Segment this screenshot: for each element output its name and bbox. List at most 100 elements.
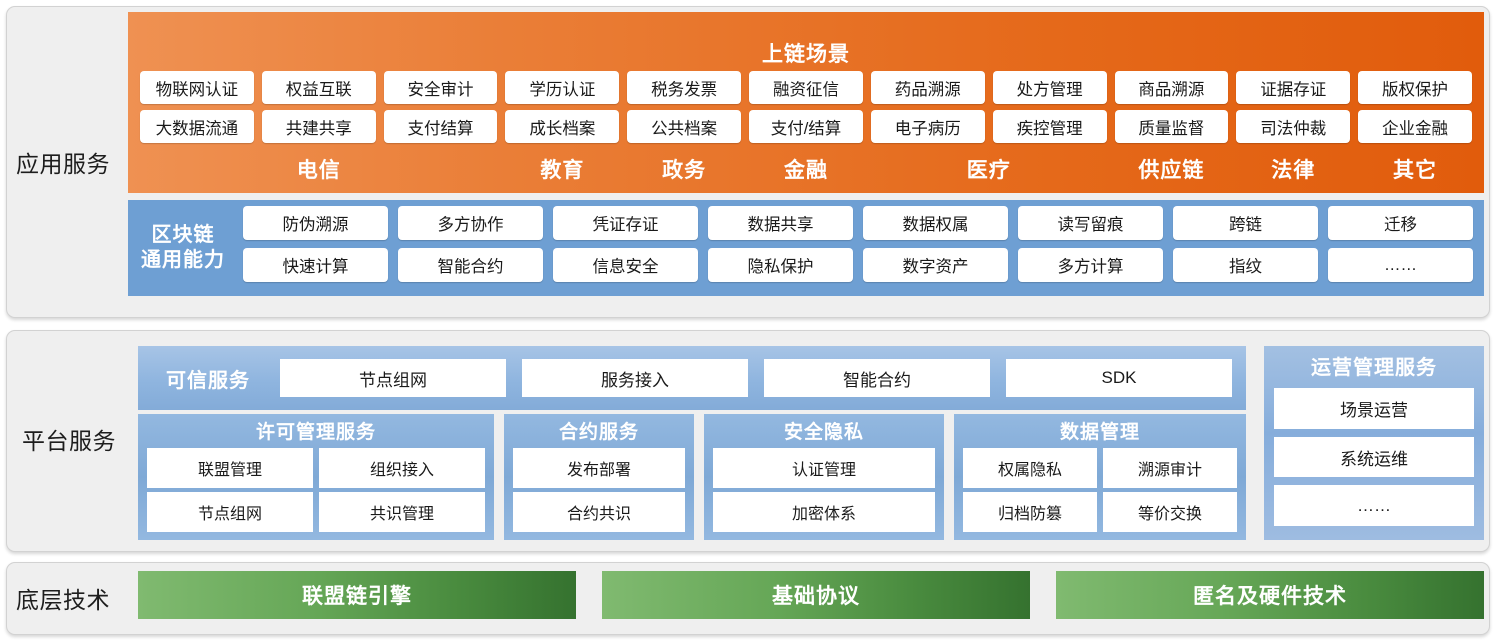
capability-chip[interactable]: 智能合约 <box>398 248 543 282</box>
platform-chip[interactable]: 权属隐私 <box>963 448 1097 488</box>
capability-chip[interactable]: 凭证存证 <box>553 206 698 240</box>
capability-chip[interactable]: 迁移 <box>1328 206 1473 240</box>
capability-chip[interactable]: 数据权属 <box>863 206 1008 240</box>
platform-group-rows: 联盟管理组织接入节点组网共识管理 <box>144 446 488 534</box>
capabilities-title-line2: 通用能力 <box>141 249 225 271</box>
platform-chip[interactable]: 归档防篡 <box>963 492 1097 532</box>
scenario-column: 商品溯源质量监督供应链 <box>1111 68 1233 189</box>
scenario-chip[interactable]: 处方管理 <box>992 71 1107 104</box>
platform-group: 合约服务发布部署合约共识 <box>504 414 694 540</box>
operation-management-block: 运营管理服务 场景运营系统运维…… <box>1264 346 1484 540</box>
platform-chip[interactable]: 溯源审计 <box>1103 448 1237 488</box>
capability-column: 跨链指纹 <box>1168 202 1323 294</box>
trusted-service-chip[interactable]: 智能合约 <box>764 359 990 397</box>
scenario-chip[interactable]: 学历认证 <box>505 71 620 104</box>
capability-chip[interactable]: 跨链 <box>1173 206 1318 240</box>
scenario-chip[interactable]: 版权保护 <box>1358 71 1472 104</box>
capability-chip[interactable]: 数字资产 <box>863 248 1008 282</box>
scenario-chip[interactable]: 司法仲裁 <box>1236 110 1351 143</box>
scenario-cell-row: 证据存证司法仲裁 <box>1232 68 1354 146</box>
scenario-chip[interactable]: 融资征信 <box>749 71 863 104</box>
base-technology-chip[interactable]: 基础协议 <box>602 571 1030 619</box>
ops-chip[interactable]: 系统运维 <box>1274 436 1474 478</box>
capability-chip[interactable]: 读写留痕 <box>1018 206 1163 240</box>
scenario-cell-row: 税务发票公共档案 <box>623 68 745 146</box>
scenario-chip[interactable]: 药品溯源 <box>870 71 985 104</box>
on-chain-scenarios-block: 上链场景 物联网认证大数据流通权益互联共建共享安全审计支付结算电信学历认证成长档… <box>128 12 1484 193</box>
trusted-service-chip[interactable]: SDK <box>1006 359 1232 397</box>
scenario-chip[interactable]: 商品溯源 <box>1114 71 1229 104</box>
base-technology-chip[interactable]: 匿名及硬件技术 <box>1056 571 1484 619</box>
capability-chip[interactable]: 快速计算 <box>243 248 388 282</box>
scenario-cell-stack: 物联网认证大数据流通 <box>136 68 258 146</box>
ops-chip[interactable]: …… <box>1274 485 1474 527</box>
scenario-chip[interactable]: 安全审计 <box>383 71 498 104</box>
scenario-category-label: 政务 <box>662 158 707 182</box>
scenario-column: 物联网认证大数据流通权益互联共建共享安全审计支付结算电信 <box>136 68 501 189</box>
scenario-cell-stack: 学历认证成长档案 <box>501 68 623 146</box>
capability-column: 凭证存证信息安全 <box>548 202 703 294</box>
platform-chip[interactable]: 合约共识 <box>513 492 685 532</box>
platform-group-row: 认证管理 <box>710 446 938 490</box>
capability-columns: 防伪溯源快速计算多方协作智能合约凭证存证信息安全数据共享隐私保护数据权属数字资产… <box>238 200 1484 296</box>
capability-chip[interactable]: 多方协作 <box>398 206 543 240</box>
scenario-chip[interactable]: 成长档案 <box>505 110 620 143</box>
scenario-chip[interactable]: 公共档案 <box>627 110 742 143</box>
scenario-chip[interactable]: 证据存证 <box>1236 71 1351 104</box>
scenario-cell-stack: 处方管理疾控管理 <box>989 68 1111 146</box>
scenario-chip[interactable]: 支付/结算 <box>749 110 863 143</box>
platform-chip[interactable]: 加密体系 <box>713 492 935 532</box>
capability-chip[interactable]: 指纹 <box>1173 248 1318 282</box>
capability-chip[interactable]: 多方计算 <box>1018 248 1163 282</box>
capability-chip[interactable]: 信息安全 <box>553 248 698 282</box>
capability-column: 防伪溯源快速计算 <box>238 202 393 294</box>
scenario-cell-stack: 融资征信支付/结算 <box>745 68 867 146</box>
platform-group-row: 联盟管理组织接入 <box>144 446 488 490</box>
scenario-category-label: 供应链 <box>1138 158 1205 182</box>
trusted-service-chip[interactable]: 服务接入 <box>522 359 748 397</box>
scenario-chip[interactable]: 质量监督 <box>1114 110 1229 143</box>
scenario-cell-stack: 药品溯源电子病历 <box>867 68 989 146</box>
scenario-cell-row: 药品溯源电子病历处方管理疾控管理 <box>867 68 1111 146</box>
platform-chip[interactable]: 组织接入 <box>319 448 485 488</box>
scenario-chip[interactable]: 物联网认证 <box>140 71 254 104</box>
capability-column: 迁移 …… <box>1323 202 1478 294</box>
scenario-chip[interactable]: 支付结算 <box>383 110 498 143</box>
scenario-chip[interactable]: 电子病历 <box>870 110 985 143</box>
scenario-chip[interactable]: 企业金融 <box>1358 110 1472 143</box>
trusted-service-chip[interactable]: 节点组网 <box>280 359 506 397</box>
capability-chip[interactable]: 防伪溯源 <box>243 206 388 240</box>
platform-chip[interactable]: 发布部署 <box>513 448 685 488</box>
scenario-cell-stack: 安全审计支付结算 <box>380 68 502 146</box>
platform-chip[interactable]: 认证管理 <box>713 448 935 488</box>
base-technology-chip[interactable]: 联盟链引擎 <box>138 571 576 619</box>
capability-column: 读写留痕多方计算 <box>1013 202 1168 294</box>
platform-group-row: 归档防篡等价交换 <box>960 490 1240 534</box>
layer-label-application: 应用服务 <box>16 151 110 177</box>
scenario-chip[interactable]: 税务发票 <box>627 71 742 104</box>
platform-group: 许可管理服务联盟管理组织接入节点组网共识管理 <box>138 414 494 540</box>
scenario-cell-stack: 版权保护企业金融 <box>1354 68 1476 146</box>
scenario-chip[interactable]: 权益互联 <box>261 71 376 104</box>
scenario-column: 药品溯源电子病历处方管理疾控管理医疗 <box>867 68 1111 189</box>
scenario-column: 学历认证成长档案教育 <box>501 68 623 189</box>
scenario-cell-row: 版权保护企业金融 <box>1354 68 1476 146</box>
scenario-cell-row: 物联网认证大数据流通权益互联共建共享安全审计支付结算 <box>136 68 501 146</box>
scenario-chip[interactable]: 共建共享 <box>261 110 376 143</box>
platform-chip[interactable]: 节点组网 <box>147 492 313 532</box>
layer-label-platform: 平台服务 <box>22 428 116 454</box>
platform-chip[interactable]: 联盟管理 <box>147 448 313 488</box>
capability-column: 数据共享隐私保护 <box>703 202 858 294</box>
platform-group-rows: 发布部署合约共识 <box>510 446 688 534</box>
ops-chip[interactable]: 场景运营 <box>1274 388 1474 429</box>
capability-chip[interactable]: …… <box>1328 248 1473 282</box>
platform-chip[interactable]: 等价交换 <box>1103 492 1237 532</box>
platform-chip[interactable]: 共识管理 <box>319 492 485 532</box>
scenario-chip[interactable]: 疾控管理 <box>992 110 1107 143</box>
capability-chip[interactable]: 隐私保护 <box>708 248 853 282</box>
scenario-chip[interactable]: 大数据流通 <box>140 110 254 143</box>
capability-chip[interactable]: 数据共享 <box>708 206 853 240</box>
scenario-cell-stack: 税务发票公共档案 <box>623 68 745 146</box>
